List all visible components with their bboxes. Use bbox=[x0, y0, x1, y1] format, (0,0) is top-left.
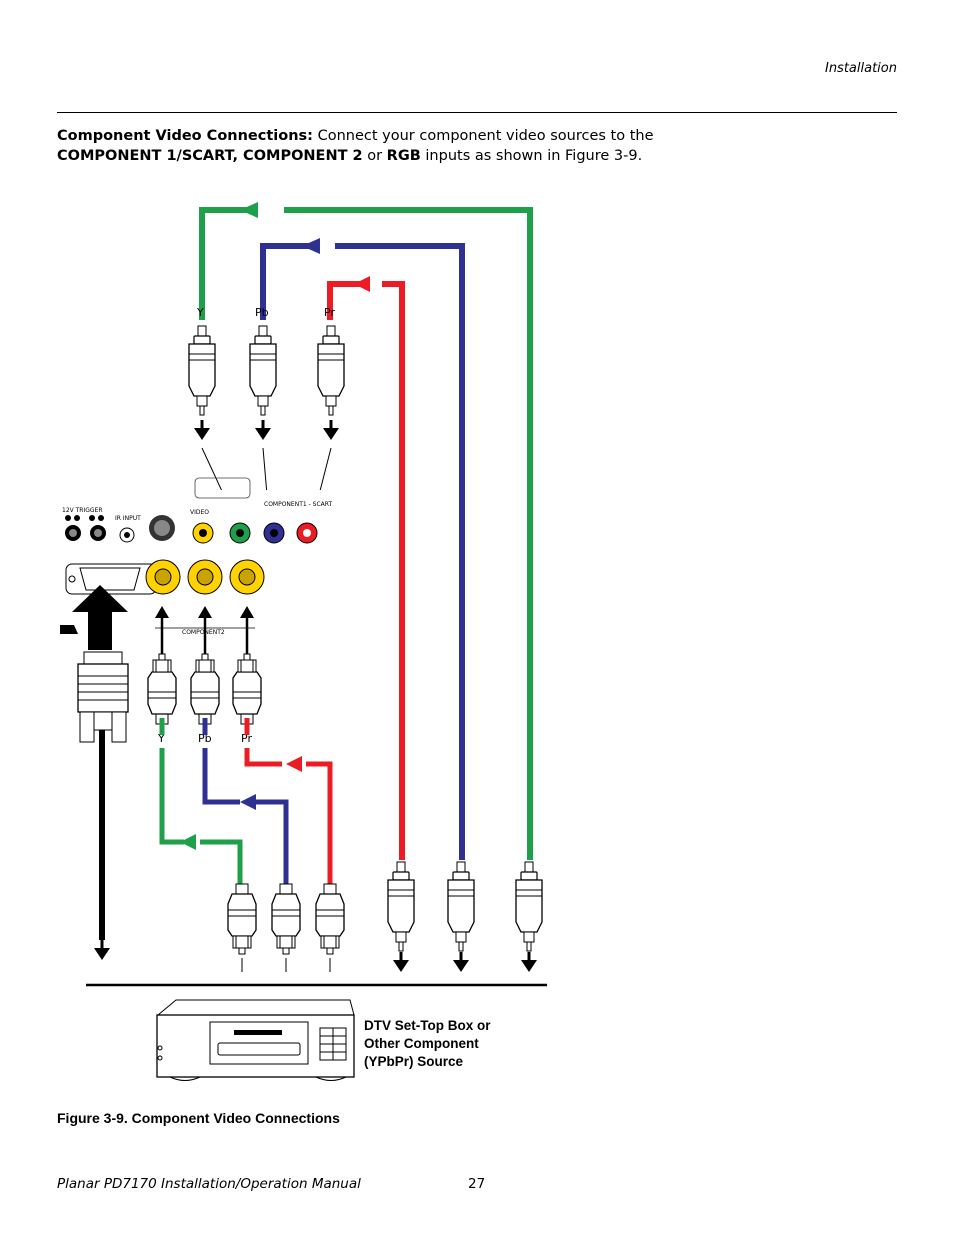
down-arrow-icon bbox=[391, 950, 411, 974]
trigger-label: 12V TRIGGER bbox=[62, 507, 103, 514]
dtv-set-top-box-illustration bbox=[156, 999, 355, 1081]
bnc-plug-pr bbox=[232, 653, 262, 725]
footer-manual-title: Planar PD7170 Installation/Operation Man… bbox=[57, 1176, 361, 1192]
down-arrow-icon bbox=[92, 938, 112, 962]
rca-source-plug-pb bbox=[447, 861, 475, 952]
top-label-pr: Pr bbox=[324, 306, 335, 319]
down-arrow-icon bbox=[253, 418, 273, 442]
bnc-pr-cable bbox=[244, 718, 333, 885]
rgb-input-port bbox=[65, 563, 157, 595]
intro-paragraph: Component Video Connections: Connect you… bbox=[57, 126, 677, 166]
bnc-up-arrows bbox=[160, 615, 249, 655]
top-pb-cable bbox=[260, 238, 465, 860]
bnc-source-plug-pr bbox=[315, 883, 345, 955]
device-label-line-2: Other Component bbox=[364, 1036, 479, 1051]
rca-plug-y bbox=[188, 325, 216, 416]
intro-text-2: or bbox=[362, 148, 387, 164]
bnc-source-plug-pb bbox=[271, 883, 301, 955]
bnc-source-plug-y bbox=[227, 883, 257, 955]
top-y-cable bbox=[199, 202, 533, 860]
rca-plug-pb bbox=[249, 325, 277, 416]
top-pr-cable bbox=[327, 276, 405, 860]
bottom-label-y: Y bbox=[157, 732, 165, 745]
bottom-label-pr: Pr bbox=[241, 732, 252, 745]
intro-bold-1: COMPONENT 1/SCART, COMPONENT 2 bbox=[57, 148, 363, 164]
device-label: DTV Set-Top Box or Other Component (YPbP… bbox=[364, 1017, 534, 1071]
rca-source-plug-y bbox=[515, 861, 543, 952]
vga-plug bbox=[77, 651, 129, 743]
bottom-label-pb: Pb bbox=[198, 732, 212, 745]
top-label-pb: Pb bbox=[255, 306, 269, 319]
down-arrow-icon bbox=[451, 950, 471, 974]
down-arrow-icon bbox=[519, 950, 539, 974]
down-arrow-icon bbox=[321, 418, 341, 442]
intro-bold-2: RGB bbox=[386, 148, 421, 164]
down-arrow-icon bbox=[192, 418, 212, 442]
pb-arrow-icon bbox=[302, 238, 320, 254]
header-rule bbox=[57, 112, 897, 113]
component1-label: COMPONENT1 - SCART bbox=[264, 501, 332, 508]
bnc-plug-pb bbox=[190, 653, 220, 725]
rca-source-plug-pr bbox=[387, 861, 415, 952]
intro-text-3: inputs as shown in Figure 3-9. bbox=[420, 148, 643, 164]
top-label-y: Y bbox=[196, 306, 204, 319]
component2-bnc-ports: COMPONENT2 bbox=[145, 559, 265, 636]
device-label-line-1: DTV Set-Top Box or bbox=[364, 1018, 491, 1033]
intro-lead: Component Video Connections: bbox=[57, 128, 313, 144]
ir-input-label: IR INPUT bbox=[115, 515, 141, 522]
intro-text-1: Connect your component video sources to … bbox=[312, 128, 654, 144]
device-label-line-3: (YPbPr) Source bbox=[364, 1054, 464, 1069]
bnc-y-cable bbox=[159, 718, 243, 885]
component2-label: COMPONENT2 bbox=[182, 629, 225, 636]
rgb-up-arrow-icon bbox=[72, 585, 128, 650]
rca-plug-pr bbox=[317, 325, 345, 416]
bnc-pb-cable bbox=[202, 718, 289, 885]
y-arrow-icon bbox=[240, 202, 258, 218]
page-number: 27 bbox=[468, 1176, 486, 1192]
section-header: Installation bbox=[824, 61, 897, 76]
projector-input-panel: 12V TRIGGER IR INPUT VIDEO COMPONENT1 - … bbox=[60, 477, 350, 550]
figure-caption: Figure 3-9. Component Video Connections bbox=[57, 1110, 340, 1126]
video-label: VIDEO bbox=[190, 509, 209, 516]
pr-arrow-icon bbox=[354, 276, 370, 292]
bnc-plug-y bbox=[147, 653, 177, 725]
component-video-diagram: Y Pb Pr 12V TRIGGER IR INPUT VIDEO COMPO… bbox=[60, 202, 547, 1081]
